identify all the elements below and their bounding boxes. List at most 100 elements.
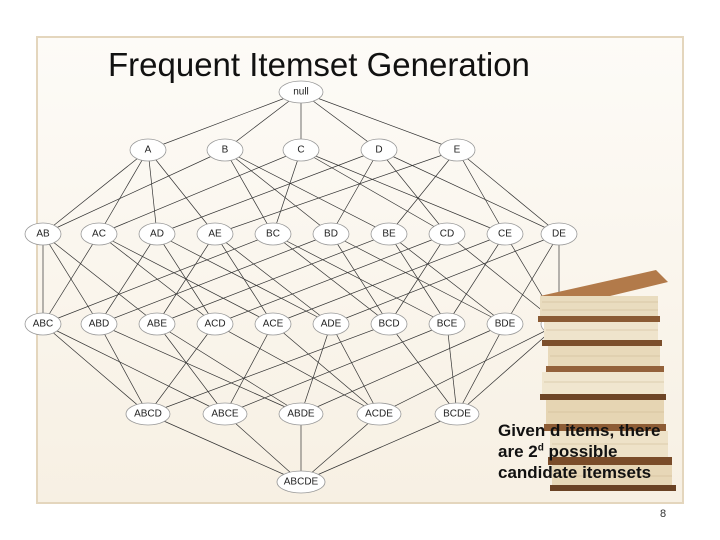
caption-text: Given d items, there are 2d possible can… — [498, 420, 698, 483]
node-AC: AC — [80, 222, 118, 246]
node-shape-D — [360, 138, 398, 162]
edge-ACDE-ABCDE — [300, 413, 380, 483]
edge-BCDE-ABCDE — [300, 413, 458, 483]
node-D: D — [360, 138, 398, 162]
node-label-A: A — [145, 145, 152, 156]
node-shape-CD — [428, 222, 466, 246]
edge-CDE-BCDE — [456, 323, 560, 415]
edge-BD-BCD — [330, 233, 390, 325]
page-number: 8 — [660, 508, 667, 520]
edge-AE-ABE — [156, 233, 216, 325]
node-label-BDE: BDE — [495, 319, 516, 330]
edge-E-BE — [388, 149, 458, 235]
node-CD: CD — [428, 222, 466, 246]
edge-E-AE — [214, 149, 458, 235]
node-label-ABD: ABD — [89, 319, 110, 330]
node-null: null — [278, 80, 324, 104]
node-label-CE: CE — [498, 229, 512, 240]
node-shape-BE — [370, 222, 408, 246]
node-shape-DE — [540, 222, 578, 246]
node-label-ABDE: ABDE — [287, 409, 315, 420]
node-label-BC: BC — [266, 229, 280, 240]
node-label-ABE: ABE — [147, 319, 167, 330]
edge-E-CE — [456, 149, 506, 235]
node-AE: AE — [196, 222, 234, 246]
node-label-ABC: ABC — [33, 319, 54, 330]
node-shape-BDE — [486, 312, 524, 336]
edge-AE-ACE — [214, 233, 274, 325]
node-BDE: BDE — [486, 312, 524, 336]
node-ABCD: ABCD — [125, 402, 171, 426]
node-AD: AD — [138, 222, 176, 246]
edge-DE-ADE — [330, 233, 560, 325]
edge-BDE-BCDE — [456, 323, 506, 415]
caption-line-3: candidate itemsets — [498, 463, 652, 482]
node-label-ACDE: ACDE — [365, 409, 393, 420]
edge-ABCE-ABCDE — [224, 413, 302, 483]
node-ACD: ACD — [196, 312, 234, 336]
edge-ADE-ACDE — [330, 323, 380, 415]
node-shape-CE — [486, 222, 524, 246]
node-label-AB: AB — [36, 229, 50, 240]
node-label-ACE: ACE — [263, 319, 284, 330]
node-shape-ABDE — [278, 402, 324, 426]
node-shape-ACE — [254, 312, 292, 336]
node-shape-BCE — [428, 312, 466, 336]
edge-BE-BDE — [388, 233, 506, 325]
node-label-ACD: ACD — [204, 319, 225, 330]
edge-C-CE — [300, 149, 506, 235]
node-shape-A — [129, 138, 167, 162]
node-shape-E — [438, 138, 476, 162]
node-label-BE: BE — [382, 229, 396, 240]
node-BD: BD — [312, 222, 350, 246]
node-label-DE: DE — [552, 229, 566, 240]
edge-D-BD — [330, 149, 380, 235]
node-A: A — [129, 138, 167, 162]
edge-E-DE — [456, 149, 560, 235]
edge-ABE-ABCE — [156, 323, 226, 415]
edge-B-BD — [224, 149, 332, 235]
node-AB: AB — [24, 222, 62, 246]
node-shape-ACD — [196, 312, 234, 336]
caption-line-2-post: possible — [543, 442, 618, 461]
node-DE: DE — [540, 222, 578, 246]
node-shape-ACDE — [356, 402, 402, 426]
node-ABCDE: ABCDE — [276, 470, 326, 494]
book-stack-icon — [538, 270, 676, 491]
edge-null-A — [147, 91, 302, 151]
node-shape-ABE — [138, 312, 176, 336]
edge-D-AD — [156, 149, 380, 235]
node-label-ADE: ADE — [321, 319, 342, 330]
edge-ABD-ABDE — [98, 323, 302, 415]
node-ABD: ABD — [80, 312, 118, 336]
edge-AB-ABE — [42, 233, 158, 325]
node-label-ABCDE: ABCDE — [284, 477, 319, 488]
node-label-BCDE: BCDE — [443, 409, 471, 420]
edge-null-E — [300, 91, 458, 151]
edge-BCE-BCDE — [446, 323, 458, 415]
edge-BC-ABC — [42, 233, 274, 325]
node-shape-AD — [138, 222, 176, 246]
edge-null-D — [300, 91, 380, 151]
node-shape-ABCDE — [276, 470, 326, 494]
edge-CDE-ACDE — [378, 323, 560, 415]
edge-CE-ACE — [272, 233, 506, 325]
caption-exponent: d — [537, 442, 544, 454]
node-shape-AC — [80, 222, 118, 246]
node-label-AE: AE — [208, 229, 222, 240]
edge-C-BC — [272, 149, 302, 235]
edge-A-AE — [147, 149, 216, 235]
edge-CE-BCE — [446, 233, 506, 325]
edge-ABD-ABCD — [98, 323, 149, 415]
edge-A-AB — [42, 149, 149, 235]
edge-D-DE — [378, 149, 560, 235]
node-B: B — [206, 138, 244, 162]
edge-ACE-ACDE — [272, 323, 380, 415]
edge-A-AC — [98, 149, 149, 235]
node-E: E — [438, 138, 476, 162]
node-label-D: D — [375, 145, 382, 156]
slide-title: Frequent Itemset Generation — [108, 46, 530, 83]
stacked-books-illustration — [528, 266, 678, 492]
node-label-E: E — [454, 145, 461, 156]
node-shape-AB — [24, 222, 62, 246]
